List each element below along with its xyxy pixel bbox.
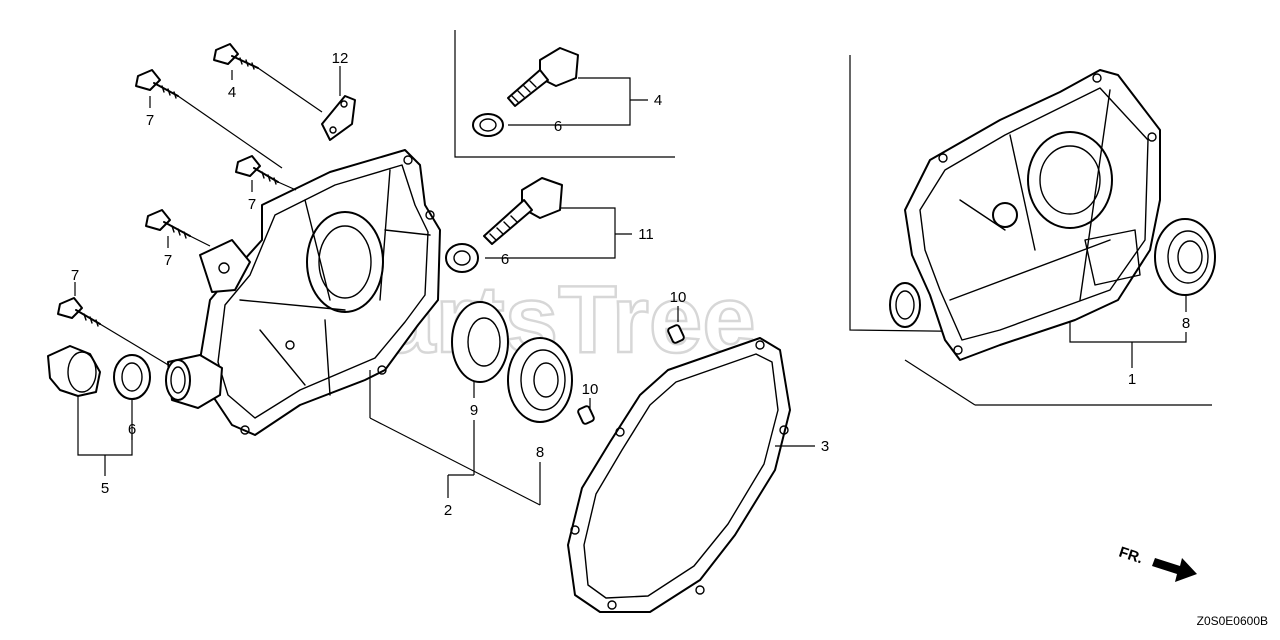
bolt-lower[interactable] <box>57 297 101 327</box>
oil-seal[interactable] <box>451 301 509 383</box>
callout-7: 7 <box>164 252 172 269</box>
dipstick[interactable] <box>483 177 563 245</box>
oil-cap[interactable] <box>47 345 101 397</box>
callout-3: 3 <box>821 438 829 455</box>
callout-6: 6 <box>554 118 562 135</box>
callout-8: 8 <box>1182 315 1190 332</box>
dowel-pin-1[interactable] <box>667 324 685 344</box>
callout-7: 7 <box>248 196 256 213</box>
callout-11: 11 <box>638 226 654 243</box>
cap-seal[interactable] <box>113 354 151 400</box>
frame-edge <box>904 359 976 406</box>
dipstick-gasket-inset[interactable] <box>472 113 504 137</box>
bracket[interactable] <box>321 95 356 141</box>
callout-labels: 4 7 7 7 7 12 4 6 11 6 10 10 9 8 2 3 6 5 … <box>71 50 1190 519</box>
crankcase-cover[interactable] <box>199 149 441 436</box>
front-label: FR. <box>1117 544 1145 568</box>
gasket[interactable] <box>567 337 791 613</box>
callout-7: 7 <box>146 112 154 129</box>
dipstick-gasket[interactable] <box>445 243 479 273</box>
callout-2: 2 <box>444 502 452 519</box>
callout-6: 6 <box>128 421 136 438</box>
leader-lines <box>74 66 1187 506</box>
callout-4: 4 <box>654 92 662 109</box>
bolt-top-2[interactable] <box>135 69 179 99</box>
callout-10: 10 <box>670 289 687 306</box>
diagram-code: Z0S0E0600B <box>1197 614 1268 628</box>
callout-6: 6 <box>501 251 509 268</box>
callout-10: 10 <box>582 381 599 398</box>
dowel-pin-2[interactable] <box>577 405 595 425</box>
dipstick-inset[interactable] <box>507 47 579 107</box>
oil-filler-neck[interactable] <box>165 354 223 409</box>
front-arrow-icon <box>1152 558 1197 582</box>
bolt-mid-2[interactable] <box>145 209 191 239</box>
callout-5: 5 <box>101 480 109 497</box>
callout-8: 8 <box>536 444 544 461</box>
front-direction-indicator: FR. <box>1117 544 1197 582</box>
bearing-left[interactable] <box>507 337 573 423</box>
callout-9: 9 <box>470 402 478 419</box>
bolt-mid-1[interactable] <box>235 155 279 185</box>
inset-frame-dipstick <box>454 30 675 158</box>
callout-7: 7 <box>71 267 79 284</box>
callout-1: 1 <box>1128 371 1136 388</box>
bearing-right[interactable] <box>1154 218 1216 296</box>
crankcase-cover-assembly[interactable] <box>889 69 1161 361</box>
bolt-top-1[interactable] <box>213 43 259 70</box>
callout-7: 4 <box>228 84 236 101</box>
callout-12: 12 <box>332 50 349 67</box>
